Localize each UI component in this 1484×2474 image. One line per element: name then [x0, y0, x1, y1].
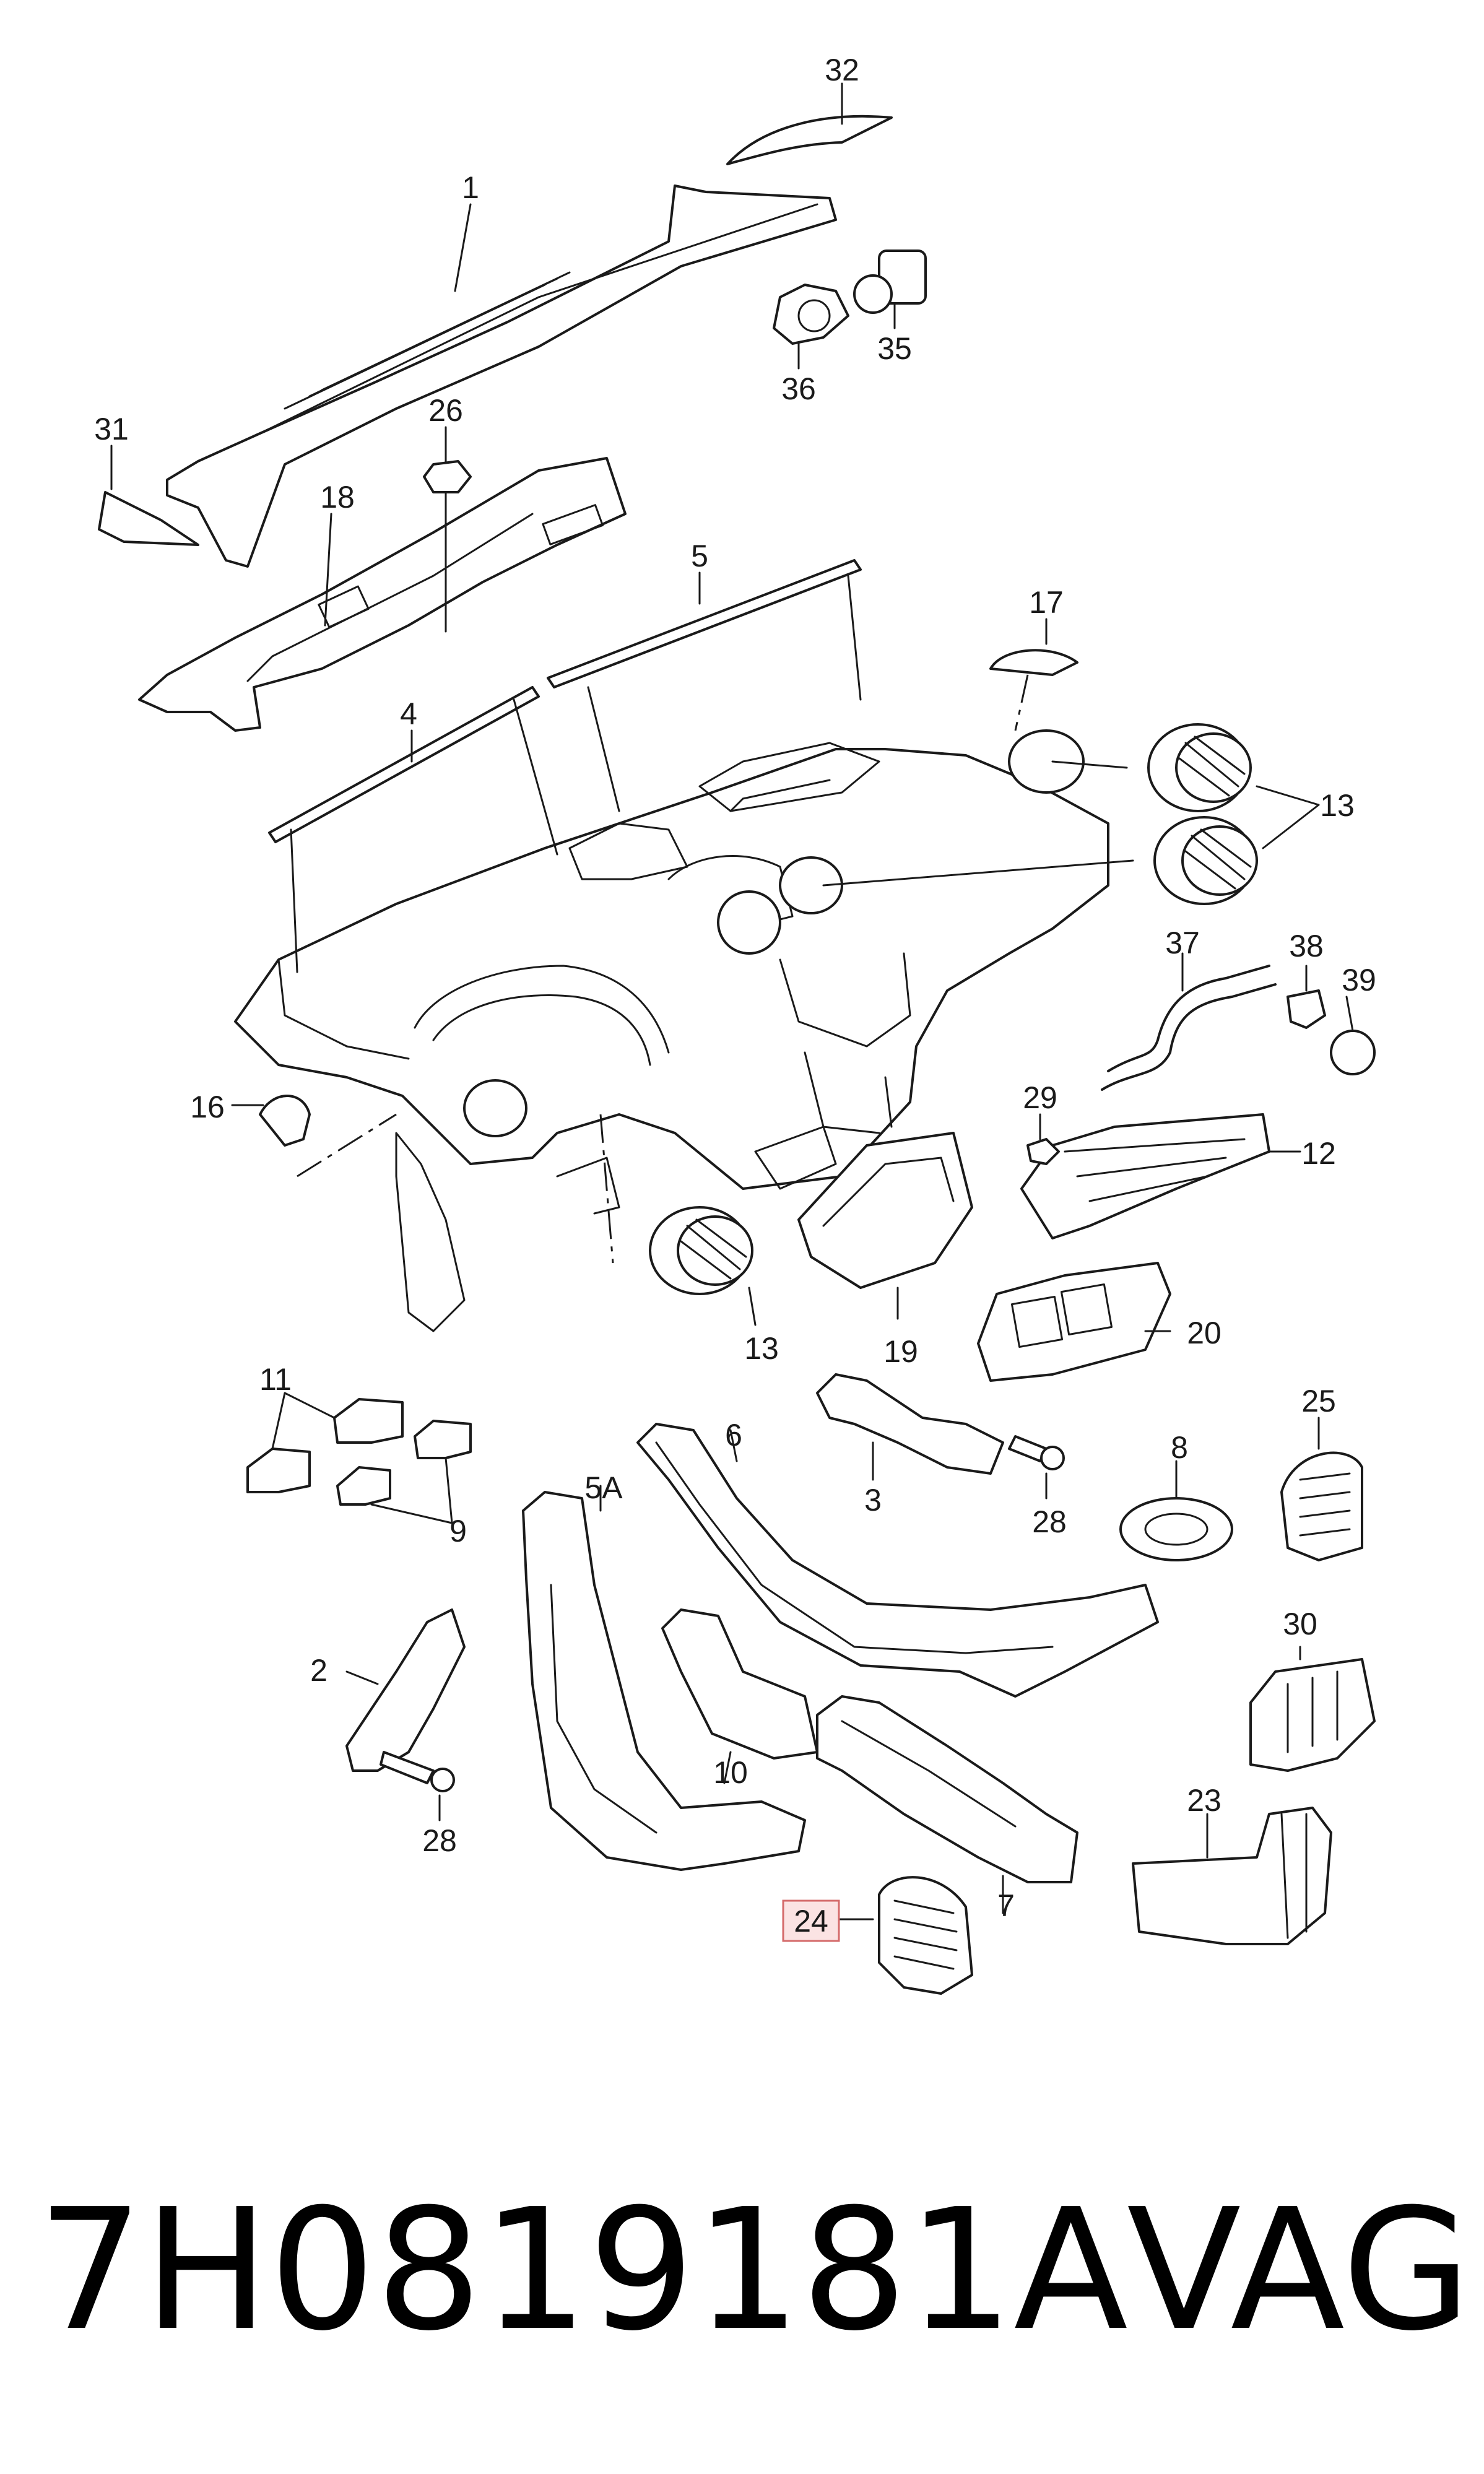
part-37-hose: [1101, 952, 1277, 1091]
callout-17: 17: [1029, 585, 1064, 620]
part-8-grommet: [1119, 1460, 1233, 1561]
callout-25: 25: [1301, 1384, 1336, 1418]
part-28-screw-lower: [380, 1751, 455, 1821]
part-3-bracket: [816, 1373, 1004, 1481]
callout-labels: 32 1 35 36 31 26 18 5 17 4 13 37 38 39 1…: [94, 53, 1376, 1942]
callout-37: 37: [1165, 926, 1200, 960]
callout-16: 16: [190, 1090, 225, 1124]
callout-29: 29: [1023, 1080, 1057, 1115]
part-35-sensor: [853, 250, 927, 329]
callout-8: 8: [1171, 1430, 1188, 1465]
part-13-air-vent-lower: [599, 1114, 757, 1326]
part-20-storage-tray: [977, 1262, 1171, 1382]
callout-24: 24: [794, 1904, 828, 1938]
callout-28-upper: 28: [1032, 1504, 1067, 1539]
part-10-air-duct: [661, 1608, 818, 1784]
part-2-bracket: [345, 1608, 466, 1772]
callout-30: 30: [1283, 1607, 1317, 1641]
part-28-screw-upper: [1008, 1435, 1065, 1500]
part-12-vent-duct: [1020, 1113, 1301, 1239]
callout-18: 18: [320, 480, 355, 514]
callout-24-highlight: [782, 1899, 840, 1942]
part-18-crossmember: [138, 445, 627, 732]
part-6-air-duct: [636, 1423, 1159, 1698]
part-24-vent-grille: [835, 1876, 973, 1995]
part-number: 7H0819181A: [37, 2172, 1129, 2368]
callout-12: 12: [1301, 1136, 1336, 1171]
callout-10: 10: [713, 1755, 748, 1790]
part-19-glovebox: [797, 1132, 973, 1320]
part-39-cap: [1330, 996, 1376, 1075]
part-32-seal: [726, 82, 893, 165]
callout-32: 32: [825, 53, 859, 87]
callout-20: 20: [1187, 1316, 1221, 1350]
callout-31: 31: [94, 412, 129, 446]
callout-9: 9: [449, 1514, 467, 1548]
brand-name: VAG: [1127, 2172, 1472, 2368]
callout-1: 1: [462, 170, 479, 205]
callout-23: 23: [1187, 1783, 1221, 1818]
part-23-air-duct: [1132, 1807, 1332, 1945]
callout-5a: 5A: [584, 1470, 623, 1505]
part-7-air-duct: [816, 1695, 1078, 1914]
callout-13-upper: 13: [1320, 788, 1355, 823]
callout-11: 11: [259, 1362, 292, 1397]
callout-35: 35: [877, 331, 912, 366]
callout-13-lower: 13: [744, 1331, 779, 1366]
part-26-nut: [423, 426, 472, 493]
part-16-side-vent: [231, 1095, 397, 1178]
callout-3: 3: [864, 1483, 882, 1517]
part-4-defroster-strip: [268, 686, 558, 973]
part-13-air-vent-upper: [1051, 723, 1252, 812]
callout-28-lower: 28: [422, 1823, 457, 1858]
part-9-vents: [336, 1420, 472, 1524]
callout-2: 2: [310, 1653, 328, 1688]
part-17-sensor-cover: [989, 618, 1078, 731]
callout-5: 5: [691, 539, 708, 573]
dashboard-panel: [234, 729, 1109, 1332]
part-13-air-vent-middle: [822, 785, 1320, 905]
part-31-trim: [98, 445, 199, 546]
part-11-vents: [246, 1392, 404, 1493]
part-38-clip: [1287, 965, 1326, 1029]
callout-4: 4: [400, 697, 417, 731]
part-5a-air-duct: [522, 1485, 806, 1871]
callout-38: 38: [1289, 929, 1324, 963]
part-1-cowl-panel: [166, 184, 837, 568]
part-36-bracket: [773, 284, 849, 370]
part-5-defroster-strip: [547, 559, 862, 812]
part-30-vent-housing: [1249, 1646, 1376, 1772]
callout-7: 7: [997, 1888, 1015, 1923]
part-29-nut: [1026, 1113, 1060, 1165]
callout-36: 36: [781, 371, 816, 406]
callout-39: 39: [1342, 963, 1376, 997]
callout-26: 26: [428, 393, 463, 428]
part-25-rear-vent: [1280, 1417, 1363, 1561]
callout-6: 6: [725, 1418, 742, 1452]
callout-19: 19: [883, 1334, 918, 1369]
